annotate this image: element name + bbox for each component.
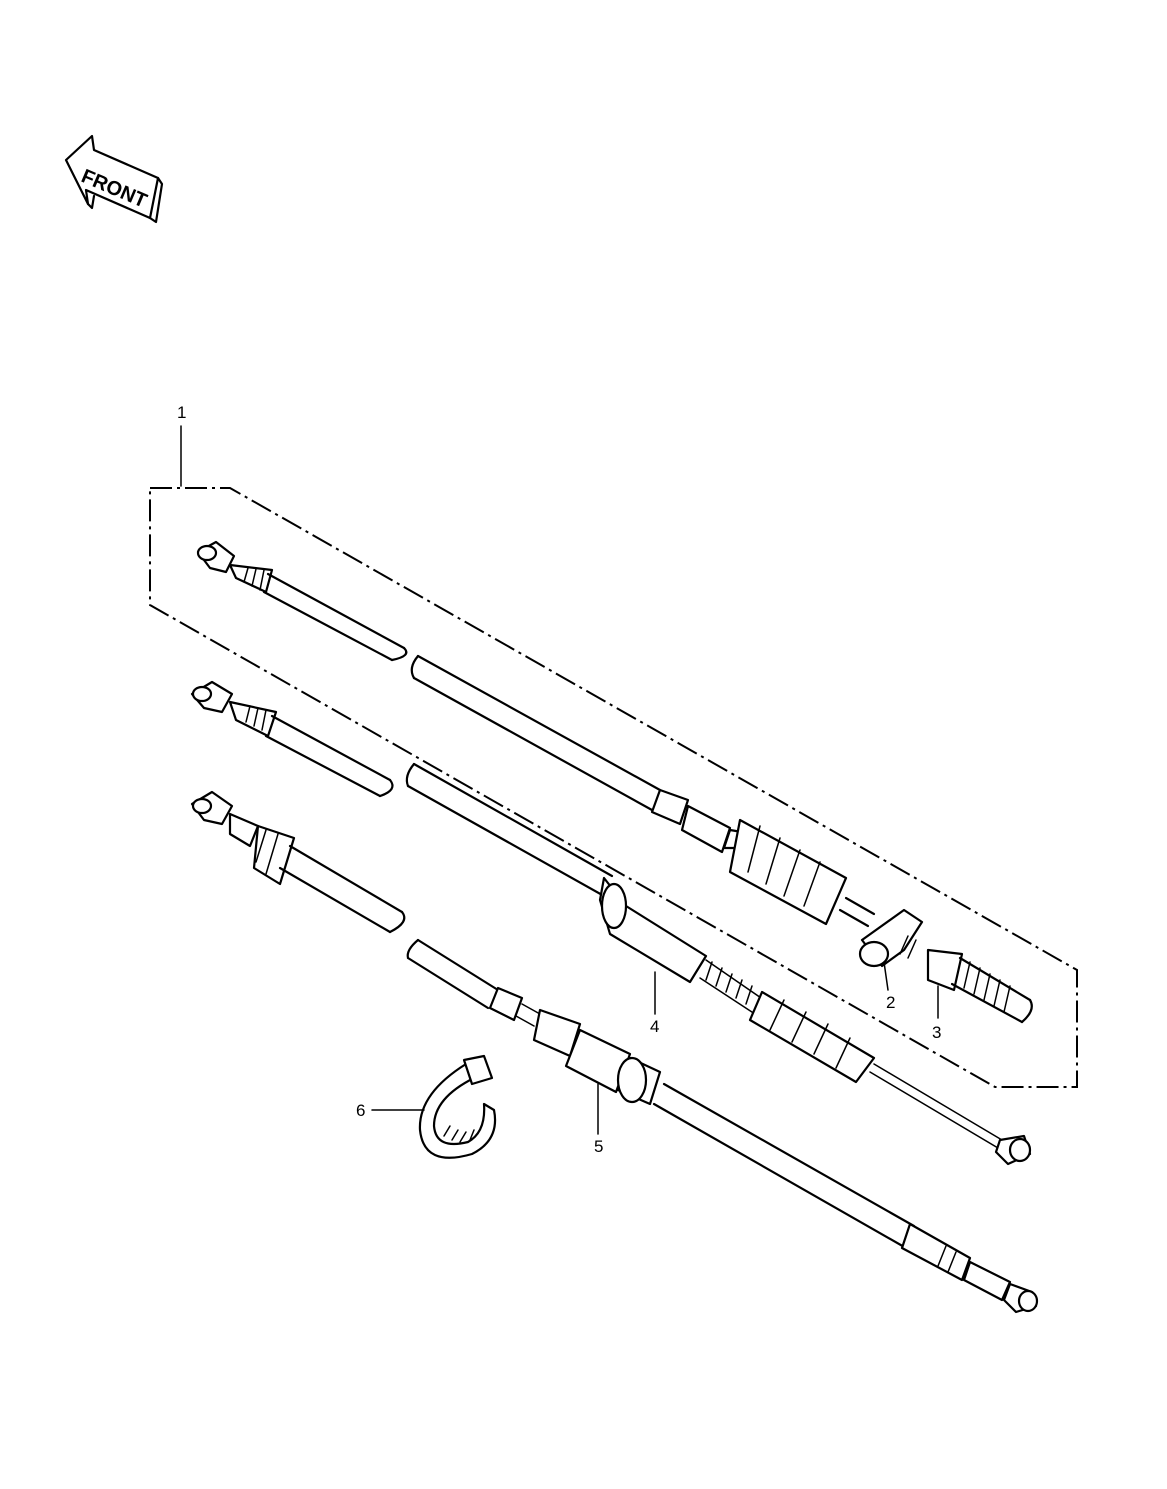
callout-1: 1 bbox=[177, 403, 186, 422]
callout-5: 5 bbox=[594, 1137, 603, 1156]
front-badge: FRONT bbox=[64, 134, 164, 224]
upper-cable bbox=[196, 540, 1033, 1024]
cable-clamp bbox=[418, 1054, 497, 1159]
callout-3: 3 bbox=[932, 1023, 941, 1042]
callout-2: 2 bbox=[886, 993, 895, 1012]
leader-lines bbox=[180, 425, 939, 1135]
callout-6: 6 bbox=[356, 1101, 365, 1120]
callout-4: 4 bbox=[650, 1017, 659, 1036]
lower-cable bbox=[190, 790, 1039, 1314]
callout-labels: 1 2 3 4 5 6 bbox=[177, 403, 941, 1156]
front-arrow-icon bbox=[64, 134, 164, 224]
assembly-boundary bbox=[149, 487, 1078, 1088]
middle-cable bbox=[190, 680, 1032, 1166]
